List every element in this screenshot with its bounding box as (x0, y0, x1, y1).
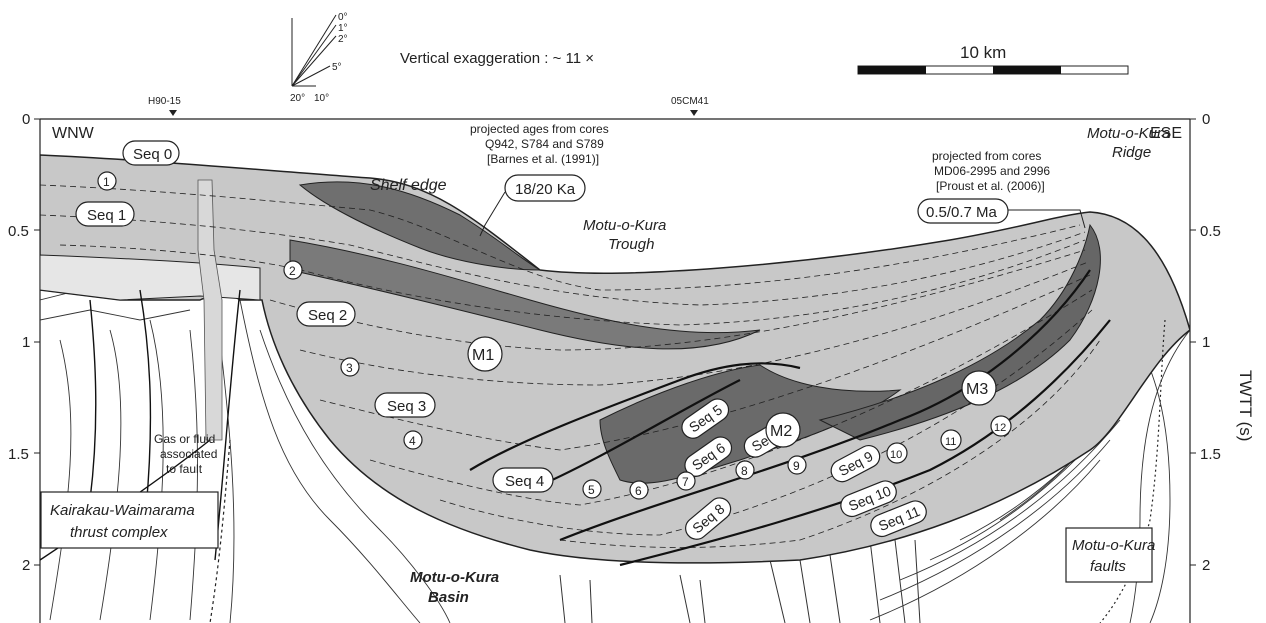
right-tick-0: 0 (1202, 111, 1210, 128)
surface-4: 4 (409, 434, 416, 448)
dip-label-0: 0° (338, 12, 348, 23)
surface-9: 9 (793, 459, 800, 473)
unit-m3: M3 (966, 381, 988, 398)
well-arrow-05cm41 (690, 110, 698, 116)
age-value-2: 0.5/0.7 Ma (926, 204, 998, 221)
vertical-exaggeration: Vertical exaggeration : ~ 11 × (400, 50, 594, 67)
ages2-line-2: MD06-2995 and 2996 (934, 164, 1050, 178)
unit-m2: M2 (770, 423, 792, 440)
gas-line-2: associated (160, 447, 217, 461)
basin-label-1: Motu-o-Kura (410, 569, 499, 586)
surface-1: 1 (103, 175, 110, 189)
right-tick-1: 1 (1202, 334, 1210, 351)
ages-cores-line-2: Q942, S784 and S789 (485, 137, 604, 151)
seq-3-label: Seq 3 (387, 398, 426, 415)
left-tick-2: 2 (22, 557, 30, 574)
surface-6: 6 (635, 484, 642, 498)
surface-11: 11 (945, 436, 956, 448)
left-tick-05: 0.5 (8, 223, 29, 240)
dip-label-5: 5° (332, 62, 342, 73)
left-tick-1: 1 (22, 334, 30, 351)
surface-7: 7 (682, 475, 689, 489)
left-tick-15: 1.5 (8, 446, 29, 463)
dip-label-20: 20° (290, 93, 305, 104)
seq-1-label: Seq 1 (87, 207, 126, 224)
well-marker-h9015: H90-15 (148, 96, 181, 107)
thrust-label-1: Kairakau-Waimarama (50, 502, 195, 519)
shelf-edge-label: Shelf edge (370, 177, 447, 194)
right-tick-15: 1.5 (1200, 446, 1221, 463)
ridge-label-1: Motu-o-Kura (1087, 125, 1170, 142)
dip-angle-fan (292, 15, 336, 86)
trough-label-1: Motu-o-Kura (583, 217, 666, 234)
left-tick-0: 0 (22, 111, 30, 128)
ages-cores-line-3: [Barnes et al. (1991)] (487, 152, 599, 166)
seq-4-label: Seq 4 (505, 473, 544, 490)
surface-8: 8 (741, 464, 748, 478)
faults-label-1: Motu-o-Kura (1072, 537, 1155, 554)
ages2-line-3: [Proust et al. (2006)] (936, 179, 1045, 193)
surface-12: 12 (994, 422, 1006, 434)
ages2-line-1: projected from cores (932, 149, 1041, 163)
basin-label-2: Basin (428, 589, 469, 606)
seq-0-label: Seq 0 (133, 146, 172, 163)
right-tick-05: 0.5 (1200, 223, 1221, 240)
well-marker-05cm41: 05CM41 (671, 96, 709, 107)
trough-label-2: Trough (608, 236, 654, 253)
ages-cores-line-1: projected ages from cores (470, 122, 609, 136)
dip-label-10: 10° (314, 93, 329, 104)
left-direction: WNW (52, 125, 95, 142)
surface-5: 5 (588, 483, 595, 497)
scale-bar: 10 km (858, 43, 1128, 74)
surface-3: 3 (346, 361, 353, 375)
right-tick-2: 2 (1202, 557, 1210, 574)
dip-label-1: 1° (338, 23, 348, 34)
surface-2: 2 (289, 264, 296, 278)
gas-line-3: to fault (166, 462, 203, 476)
faults-label-2: faults (1090, 558, 1126, 575)
seq-2-label: Seq 2 (308, 307, 347, 324)
age-value-1: 18/20 Ka (515, 181, 576, 198)
unit-m1: M1 (472, 347, 494, 364)
dip-label-2: 2° (338, 34, 348, 45)
well-arrow-h9015 (169, 110, 177, 116)
scale-label: 10 km (960, 43, 1006, 62)
thrust-label-2: thrust complex (70, 524, 168, 541)
twtt-axis-label: TWTT (s) (1236, 370, 1255, 441)
surface-10: 10 (890, 449, 902, 461)
ridge-label-2: Ridge (1112, 144, 1151, 161)
gas-line-1: Gas or fluid (154, 432, 215, 446)
